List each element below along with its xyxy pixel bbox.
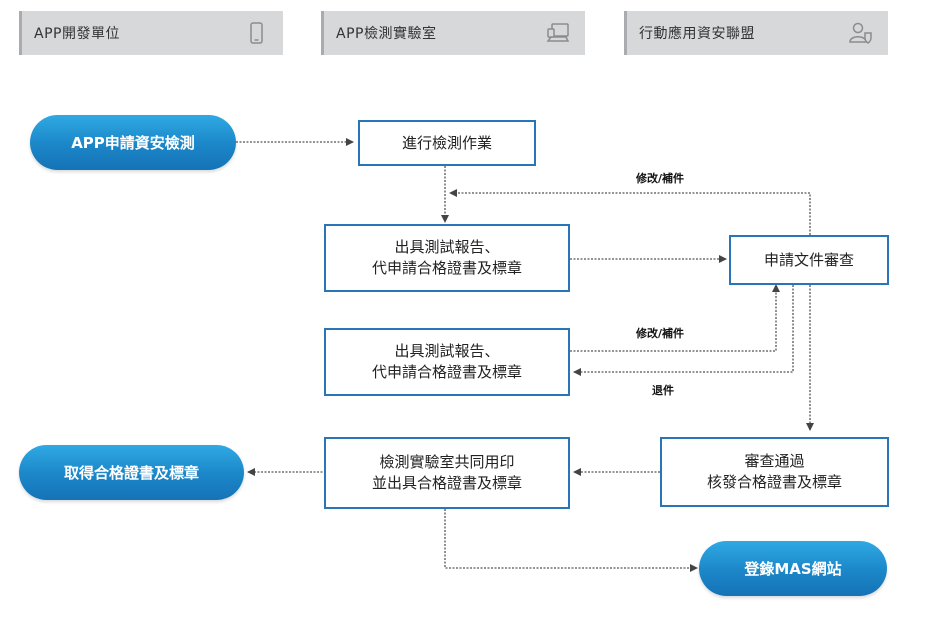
lane-label: APP開發單位 [34, 26, 120, 42]
review-box: 申請文件審查 [729, 235, 889, 285]
testing-label: 進行檢測作業 [401, 133, 492, 152]
lane-label: 行動應用資安聯盟 [639, 26, 755, 42]
user-shield-icon [849, 22, 872, 44]
revise-note-top: 修改/補件 [636, 172, 685, 185]
return-note: 退件 [652, 384, 674, 397]
report-box-2: 出具測試報告、 代申請合格證書及標章 [324, 328, 570, 396]
stamp-box: 檢測實驗室共同用印 並出具合格證書及標章 [324, 437, 570, 509]
report-box-1: 出具測試報告、 代申請合格證書及標章 [324, 224, 570, 292]
phone-icon [250, 22, 263, 44]
report-line-1: 出具測試報告、 [394, 238, 500, 256]
stamp-line-2: 並出具合格證書及標章 [371, 474, 522, 492]
approved-box: 審查通過 核發合格證書及標章 [660, 437, 889, 507]
register-mas-node: 登錄MAS網站 [699, 541, 887, 596]
laptop-icon [546, 23, 570, 42]
obtain-certificate-node: 取得合格證書及標章 [19, 445, 244, 500]
stamp-line-1: 檢測實驗室共同用印 [379, 453, 515, 471]
revise-note-mid: 修改/補件 [636, 327, 685, 340]
review-label: 申請文件審查 [763, 250, 854, 269]
lane-label: APP檢測實驗室 [336, 26, 437, 42]
approved-line-2: 核發合格證書及標章 [706, 473, 842, 491]
lane-app-developer: APP開發單位 [19, 11, 283, 55]
lane-test-lab: APP檢測實驗室 [321, 11, 585, 55]
report-line-2: 代申請合格證書及標章 [371, 363, 522, 381]
lane-security-alliance: 行動應用資安聯盟 [624, 11, 888, 55]
report-line-1: 出具測試報告、 [394, 342, 500, 360]
start-node: APP申請資安檢測 [30, 115, 236, 170]
report-line-2: 代申請合格證書及標章 [371, 259, 522, 277]
testing-box: 進行檢測作業 [358, 120, 536, 166]
approved-line-1: 審查通過 [744, 452, 805, 470]
